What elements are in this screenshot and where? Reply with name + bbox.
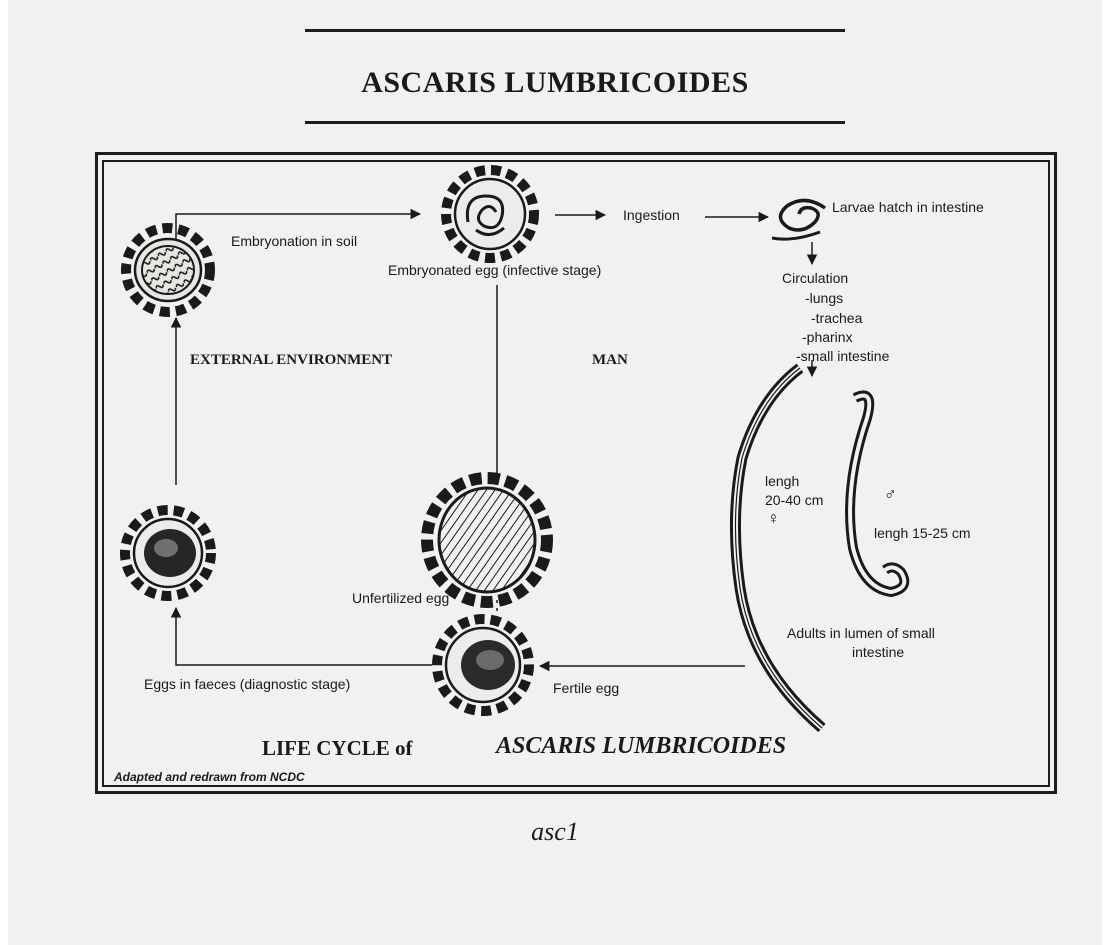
female-worm-illustration <box>735 368 822 728</box>
source-note: Adapted and redrawn from NCDC <box>114 770 305 784</box>
adults-label-cont: intestine <box>852 644 904 661</box>
female-symbol: ♀ <box>767 510 780 527</box>
embryonated-egg-illustration <box>446 170 534 258</box>
larva-illustration <box>772 200 825 239</box>
female-length-label: lengh <box>765 473 799 490</box>
larvae-label: Larvae hatch in intestine <box>832 199 984 216</box>
faeces-egg-illustration <box>125 510 211 596</box>
lungs-label: -lungs <box>805 290 843 307</box>
eggs-in-faeces-label: Eggs in faeces (diagnostic stage) <box>144 676 350 693</box>
adults-label: Adults in lumen of small <box>787 625 935 642</box>
life-cycle-species: ASCARIS LUMBRICOIDES <box>496 733 786 760</box>
male-symbol: ♂ <box>884 486 897 503</box>
trachea-label: -trachea <box>811 310 862 327</box>
fertile-egg-illustration <box>437 619 529 711</box>
female-length-value: 20-40 cm <box>765 492 823 509</box>
life-cycle-title: LIFE CYCLE of <box>262 736 413 761</box>
embryonating-egg-illustration <box>126 228 210 312</box>
ingestion-label: Ingestion <box>623 207 680 224</box>
figure-caption: asc1 <box>0 817 1110 847</box>
embryonated-egg-label: Embryonated egg (infective stage) <box>388 262 601 279</box>
unfertilized-egg-label: Unfertilized egg <box>352 590 449 607</box>
embryonation-label: Embryonation in soil <box>231 233 357 250</box>
male-length-label: lengh 15-25 cm <box>874 525 971 542</box>
circulation-label: Circulation <box>782 270 848 287</box>
small-intestine-label: -small intestine <box>796 348 889 365</box>
unfertilized-egg-illustration <box>427 478 547 602</box>
external-environment-label: EXTERNAL ENVIRONMENT <box>190 352 392 369</box>
arrow-to-faeces <box>176 608 432 665</box>
fertile-egg-label: Fertile egg <box>553 680 619 697</box>
man-label: MAN <box>592 352 628 369</box>
pharinx-label: -pharinx <box>802 329 853 346</box>
